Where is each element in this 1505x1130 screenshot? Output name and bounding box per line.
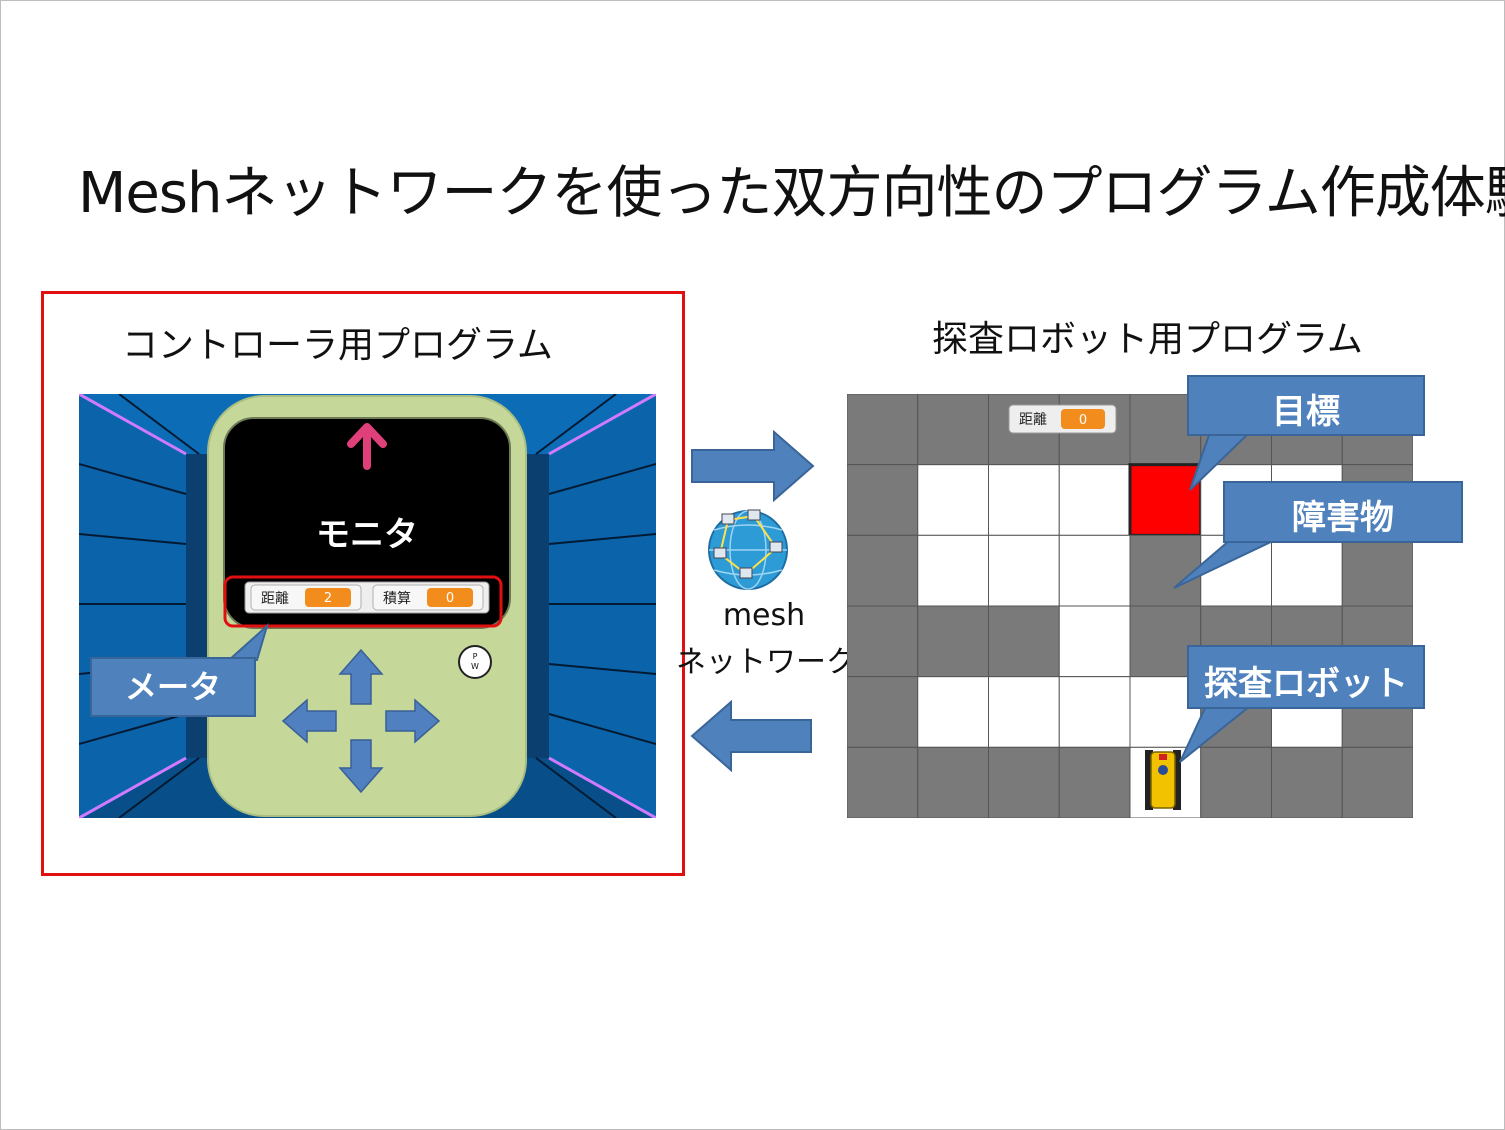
floor-cell [917, 676, 989, 748]
wall-cell [847, 676, 919, 748]
wall-cell [988, 605, 1060, 678]
robot-meter-distance: 距離 0 [1008, 404, 1117, 434]
meter-total: 積算 0 [372, 584, 484, 611]
slide-title: Meshネットワークを使った双方向性のプログラム作成体験 [78, 161, 1505, 226]
meter-callout: メータ [90, 622, 269, 717]
floor-cell [917, 464, 989, 536]
robot-meter-value: 0 [1079, 413, 1087, 428]
floor-cell [1058, 464, 1131, 536]
meter-total-value: 0 [446, 591, 454, 606]
goal-callout-label: 目標 [1272, 392, 1340, 432]
dpad-down-button[interactable] [338, 739, 384, 794]
floor-cell [917, 534, 989, 607]
goal-callout [1187, 375, 1425, 491]
power-button[interactable] [458, 645, 492, 679]
meter-callout-label: メータ [125, 668, 221, 706]
meter-distance-label: 距離 [261, 590, 289, 607]
wall-cell [1200, 746, 1272, 818]
wall-cell [1341, 534, 1413, 607]
wall-cell [1341, 746, 1413, 818]
meter-total-label: 積算 [383, 591, 411, 607]
floor-cell [1058, 676, 1131, 748]
wall-cell [847, 605, 919, 678]
dpad-up-button[interactable] [338, 648, 384, 705]
floor-cell [988, 464, 1060, 536]
wall-cell [988, 746, 1060, 818]
wall-cell [847, 746, 919, 818]
robot-icon [1145, 750, 1181, 810]
meter-distance: 距離 2 [250, 584, 362, 611]
power-button-label-w: W [471, 662, 479, 671]
floor-cell [988, 534, 1060, 607]
robot-meter-label: 距離 [1019, 411, 1047, 428]
obstacle-callout [1173, 481, 1463, 589]
left-arrow-icon [690, 699, 812, 773]
wall-cell [917, 746, 989, 818]
wall-cell [847, 394, 919, 466]
robot-callout-label: 探査ロボット [1204, 664, 1408, 704]
wall-cell [917, 605, 989, 678]
robot-heading: 探査ロボット用プログラム [932, 319, 1363, 360]
mesh-label: mesh [722, 598, 806, 633]
controller-program-screen: 距離 2 積算 0 P W モニタ メータ [79, 394, 656, 818]
wall-cell [847, 464, 919, 536]
wall-cell [1129, 534, 1202, 607]
dpad-left-button[interactable] [281, 698, 337, 744]
meter-highlight-box [223, 575, 503, 628]
wall-cell [1058, 746, 1131, 818]
wall-cell [847, 534, 919, 607]
floor-cell [1058, 534, 1131, 607]
network-label: ネットワーク [676, 645, 856, 680]
globe-network-icon [708, 509, 788, 590]
monitor-label: モニタ [316, 515, 418, 555]
network-diagram [690, 429, 815, 773]
right-arrow-icon [691, 429, 815, 503]
robot-callouts [1173, 375, 1463, 763]
meter-distance-value: 2 [324, 591, 332, 606]
wall-cell [917, 394, 989, 466]
floor-cell [988, 676, 1060, 748]
controller-highlight-box [41, 291, 685, 876]
power-button-label-p: P [473, 652, 478, 661]
goal-cell [1128, 463, 1203, 537]
dpad-right-button[interactable] [385, 698, 441, 744]
obstacle-callout-label: 障害物 [1292, 498, 1394, 538]
floor-cell [1058, 605, 1131, 678]
controller-heading: コントローラ用プログラム [122, 325, 553, 366]
up-arrow-icon [347, 423, 387, 470]
robot-callout [1179, 645, 1425, 763]
